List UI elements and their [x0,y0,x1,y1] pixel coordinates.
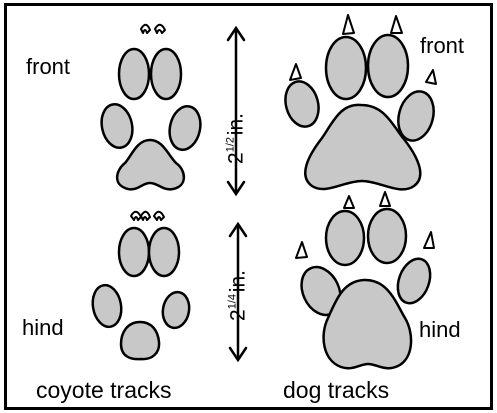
dog-hind-claw-2 [344,196,354,208]
coyote-front-track [98,25,204,190]
dog-front-toe-1 [281,78,324,131]
dog-front-claw-3 [391,16,402,33]
coyote-front-heel-pad [117,140,184,189]
front-dimension-fraction: 1/2 [225,137,237,152]
coyote-front-claw-right [155,25,165,33]
coyote-front-label: front [26,56,70,78]
front-dimension-label: 21/2 in. [226,109,247,169]
coyote-hind-track [90,212,192,359]
coyote-tracks-caption: coyote tracks [36,379,172,402]
dog-hind-claw-3 [380,192,390,206]
coyote-hind-claw-right [154,212,164,220]
hind-dimension-fraction: 1/4 [227,294,239,309]
coyote-front-claw-left [141,25,150,33]
dog-hind-track [294,192,436,368]
front-dimension-unit: in. [225,113,248,135]
coyote-hind-toe-1 [119,228,149,276]
dog-hind-toe-4 [392,254,436,307]
hind-dimension-unit: in. [227,270,250,292]
coyote-front-toe-4 [166,103,204,152]
dog-front-toe-2 [326,37,366,99]
front-dimension-whole: 2 [225,152,248,164]
dog-hind-claw-1 [296,242,307,258]
coyote-hind-toe-4 [160,290,192,330]
hind-dimension-label: 21/4 in. [228,266,249,326]
dog-front-track [281,15,439,189]
hind-dimension-whole: 2 [227,309,250,321]
dog-hind-label: hind [419,319,461,341]
coyote-hind-label: hind [22,317,64,339]
dog-front-claw-4 [426,70,436,84]
dog-hind-toe-1 [326,211,364,265]
dog-tracks-caption: dog tracks [283,379,389,402]
dog-hind-toe-2 [368,209,406,263]
dog-front-claw-2 [343,15,354,34]
coyote-front-toe-1 [119,49,149,99]
coyote-front-toe-3 [98,101,136,150]
coyote-hind-toe-3 [90,283,125,329]
dog-front-claw-1 [290,64,301,80]
coyote-hind-toe-2 [149,228,179,276]
coyote-hind-claw-left [131,212,141,220]
dog-hind-claw-4 [424,232,434,248]
coyote-hind-heel-pad [121,322,159,359]
dog-front-toe-3 [368,35,408,97]
dog-front-label: front [420,35,464,57]
coyote-hind-claw-mid [141,212,150,220]
coyote-front-toe-2 [151,49,181,99]
